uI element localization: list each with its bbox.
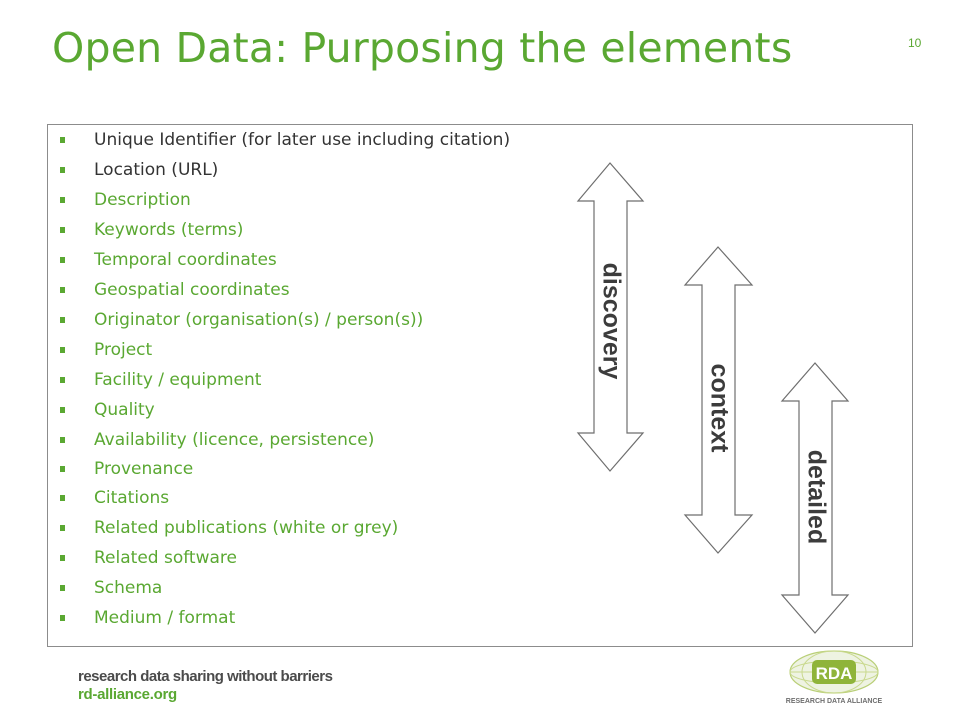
- square-bullet-icon: [60, 377, 65, 383]
- square-bullet-icon: [60, 615, 65, 621]
- square-bullet-icon: [60, 227, 65, 233]
- list-item-text: Related software: [94, 548, 237, 568]
- list-item-text: Provenance: [94, 459, 194, 479]
- slide-title: Open Data: Purposing the elements: [52, 24, 793, 72]
- logo-text: RDA: [816, 664, 853, 683]
- square-bullet-icon: [60, 525, 65, 531]
- list-item-text: Schema: [94, 578, 163, 598]
- list-item-text: Description: [94, 190, 191, 210]
- list-item-text: Citations: [94, 488, 170, 508]
- list-item-text: Geospatial coordinates: [94, 280, 290, 300]
- list-item-text: Related publications (white or grey): [94, 518, 399, 538]
- list-item-text: Originator (organisation(s) / person(s)): [94, 310, 424, 330]
- list-item-text: Keywords (terms): [94, 220, 244, 240]
- list-item-text: Project: [94, 340, 153, 360]
- square-bullet-icon: [60, 347, 65, 353]
- list-item-text: Availability (licence, persistence): [94, 430, 375, 450]
- square-bullet-icon: [60, 167, 65, 173]
- square-bullet-icon: [60, 317, 65, 323]
- square-bullet-icon: [60, 137, 65, 143]
- list-item-text: Facility / equipment: [94, 370, 262, 390]
- footer-tagline: research data sharing without barriers: [78, 668, 333, 685]
- square-bullet-icon: [60, 197, 65, 203]
- footer-url: rd-alliance.org: [78, 686, 177, 703]
- square-bullet-icon: [60, 287, 65, 293]
- square-bullet-icon: [60, 257, 65, 263]
- square-bullet-icon: [60, 466, 65, 472]
- square-bullet-icon: [60, 495, 65, 501]
- square-bullet-icon: [60, 407, 65, 413]
- list-item-text: Unique Identifier (for later use includi…: [94, 130, 511, 150]
- list-item-text: Medium / format: [94, 608, 236, 628]
- logo-subtext: RESEARCH DATA ALLIANCE: [786, 698, 883, 705]
- list-item-text: Temporal coordinates: [94, 250, 277, 270]
- globe-icon: [789, 650, 879, 694]
- list-item-text: Quality: [94, 400, 155, 420]
- square-bullet-icon: [60, 555, 65, 561]
- page-number: 10: [908, 36, 922, 50]
- square-bullet-icon: [60, 585, 65, 591]
- square-bullet-icon: [60, 437, 65, 443]
- rda-logo: RDA RESEARCH DATA ALLIANCE: [786, 650, 883, 705]
- content-box: Unique Identifier (for later use includi…: [47, 124, 913, 647]
- list-item-text: Location (URL): [94, 160, 219, 180]
